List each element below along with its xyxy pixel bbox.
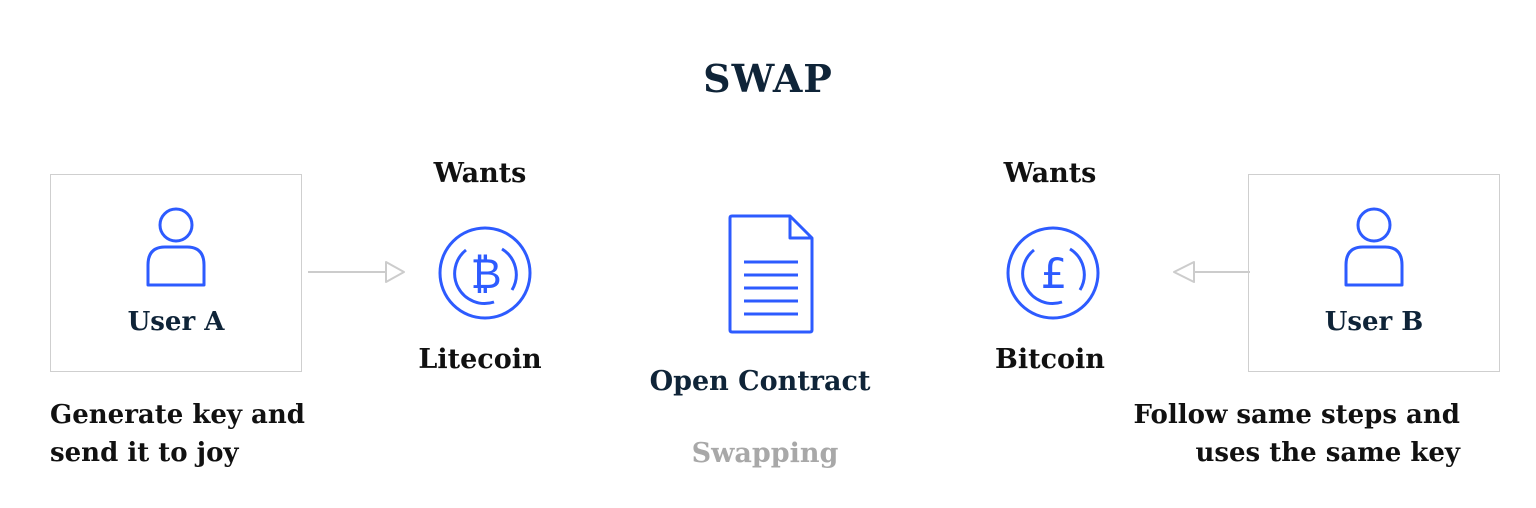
swapping-status: Swapping [691, 438, 839, 469]
user-a-note-line: Generate key and [50, 400, 305, 430]
user-b-note-line: uses the same key [1195, 438, 1460, 468]
user-a-name: User A [127, 307, 225, 337]
user-b-note-line: Follow same steps and [1133, 400, 1461, 430]
user-a-note-line: send it to joy [50, 438, 239, 468]
user-b-coin-label: Bitcoin [995, 344, 1105, 375]
user-icon [146, 207, 206, 287]
pound-coin-icon: £ [1006, 226, 1100, 320]
open-contract-label: Open Contract [649, 366, 871, 397]
arrow-right-icon [308, 261, 405, 283]
svg-text:£: £ [1041, 249, 1068, 298]
user-icon [1344, 207, 1404, 287]
svg-text:₿: ₿ [470, 249, 501, 298]
user-a-coin-label: Litecoin [418, 344, 542, 375]
user-b-name: User B [1324, 307, 1424, 337]
user-b-wants-label: Wants [1003, 158, 1097, 189]
bitcoin-coin-icon: ₿ [438, 226, 532, 320]
arrow-left-icon [1173, 261, 1250, 283]
diagram-title: SWAP [703, 56, 833, 101]
user-b-note: Follow same steps and uses the same key [1100, 396, 1461, 472]
user-a-note: Generate key and send it to joy [50, 396, 305, 472]
document-icon [728, 214, 814, 334]
user-a-card: User A [50, 174, 302, 372]
user-a-wants-label: Wants [433, 158, 527, 189]
user-b-card: User B [1248, 174, 1500, 372]
